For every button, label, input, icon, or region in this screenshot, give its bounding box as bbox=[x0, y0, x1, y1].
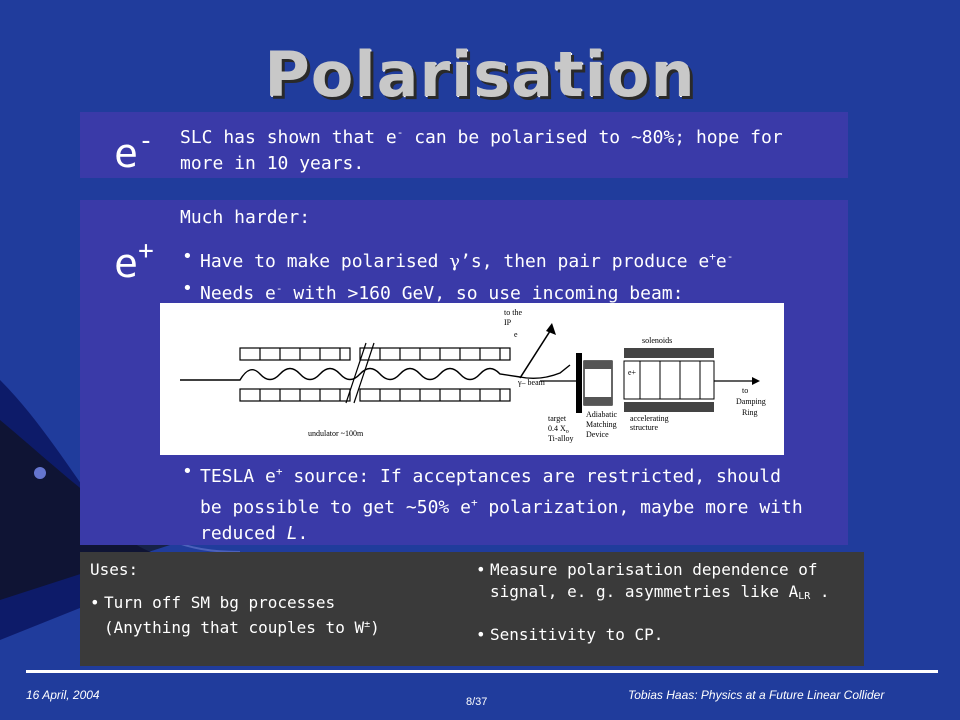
beam-path bbox=[180, 364, 571, 381]
label-damping: Damping bbox=[736, 397, 766, 406]
label-gamma-beam: γ– beam bbox=[517, 378, 546, 387]
target-block bbox=[576, 353, 582, 413]
label-structure: structure bbox=[630, 423, 658, 432]
label-e-plus: e+ bbox=[628, 368, 637, 377]
undulator-magnets bbox=[239, 347, 511, 402]
solenoid-bottom bbox=[624, 402, 714, 412]
label-adiabatic: Adiabatic bbox=[586, 410, 618, 419]
footer-page-number: 8/37 bbox=[466, 696, 488, 708]
uses-right-bullet-2: Sensitivity to CP. bbox=[490, 625, 664, 644]
positron-bullet-1: Have to make polarised γ’s, then pair pr… bbox=[200, 250, 734, 272]
label-accelerating: accelerating bbox=[630, 414, 669, 423]
label-matching: Matching bbox=[586, 420, 617, 429]
uses-label: Uses: bbox=[90, 560, 139, 579]
footer-author: Tobias Haas: Physics at a Future Linear … bbox=[628, 688, 885, 702]
footer-divider bbox=[26, 670, 938, 673]
label-target: target bbox=[548, 414, 567, 423]
positron-intro: Much harder: bbox=[180, 207, 311, 228]
bullet-marker: • bbox=[476, 560, 486, 579]
uses-left-bullet: Turn off SM bg processes (Anything that … bbox=[104, 593, 380, 637]
positron-bullet-2: Needs e- with >160 GeV, so use incoming … bbox=[200, 282, 684, 304]
electron-text: SLC has shown that e- can be polarised t… bbox=[180, 126, 783, 174]
positron-symbol: e+ bbox=[114, 236, 154, 287]
label-ti-alloy: Ti-alloy bbox=[548, 434, 574, 443]
label-x0: 0.4 Xo bbox=[548, 424, 569, 435]
slide-title: Polarisation bbox=[264, 38, 696, 111]
positron-bullet-3: TESLA e+ source: If acceptances are rest… bbox=[200, 465, 803, 544]
label-solenoids: solenoids bbox=[642, 336, 672, 345]
bullet-marker: • bbox=[90, 593, 100, 612]
label-ip: IP bbox=[504, 318, 512, 327]
diagram-svg: to the IP e solenoids γ– beam e+ to Damp… bbox=[180, 308, 766, 443]
undulator-diagram: to the IP e solenoids γ– beam e+ to Damp… bbox=[160, 303, 784, 455]
label-ring: Ring bbox=[742, 408, 758, 417]
solenoid-top bbox=[624, 348, 714, 358]
electron-panel: e- SLC has shown that e- can be polarise… bbox=[80, 112, 848, 178]
footer-date: 16 April, 2004 bbox=[26, 688, 100, 702]
bullet-marker: • bbox=[476, 625, 486, 644]
uses-box: Uses: • Turn off SM bg processes (Anythi… bbox=[80, 552, 864, 666]
label-undulator: undulator ~100m bbox=[308, 429, 364, 438]
bullet-marker: • bbox=[182, 246, 193, 267]
label-device: Device bbox=[586, 430, 609, 439]
bullet-marker: • bbox=[182, 461, 193, 482]
label-to-the: to the bbox=[504, 308, 522, 317]
bullet-marker: • bbox=[182, 278, 193, 299]
label-to: to bbox=[742, 386, 748, 395]
uses-right-bullet-1: Measure polarisation dependence of signa… bbox=[490, 560, 830, 602]
electron-symbol: e- bbox=[114, 126, 154, 177]
label-e-minus: e bbox=[514, 330, 518, 339]
